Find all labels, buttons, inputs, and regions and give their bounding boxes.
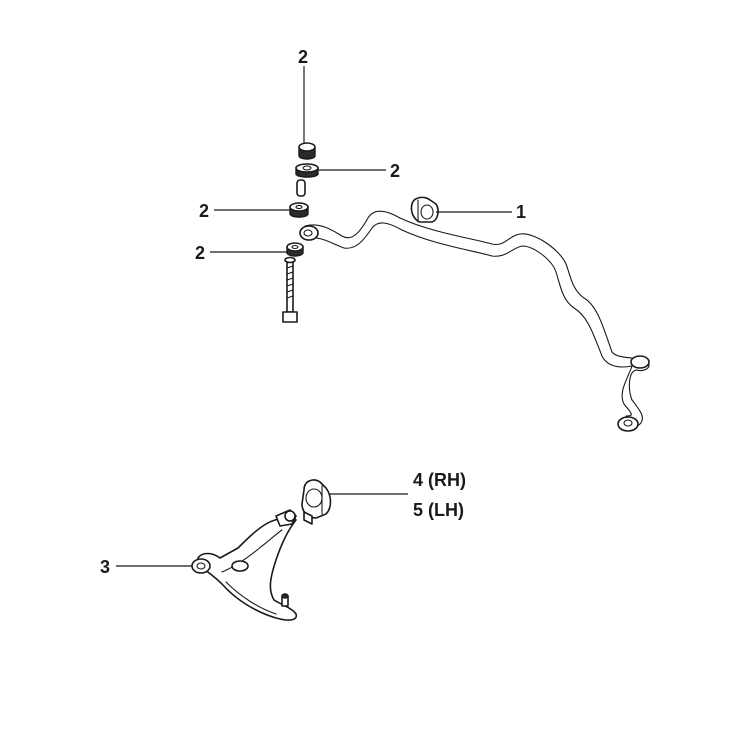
callout-3: 3 [100, 557, 110, 577]
stabilizer-bushing [410, 196, 439, 223]
callout-1: 1 [516, 202, 526, 222]
callout-2-bottom: 2 [195, 243, 205, 263]
stabilizer-bar [299, 210, 650, 432]
callout-4-rh: 4 (RH) [413, 470, 466, 490]
callout-5-lh: 5 (LH) [413, 500, 464, 520]
stabilizer-link-stack [282, 142, 319, 323]
callout-2-middle: 2 [199, 201, 209, 221]
lower-control-arm [191, 509, 298, 621]
callout-2-right: 2 [390, 161, 400, 181]
callout-2-top: 2 [298, 47, 308, 67]
control-arm-rear-bushing [301, 479, 332, 525]
